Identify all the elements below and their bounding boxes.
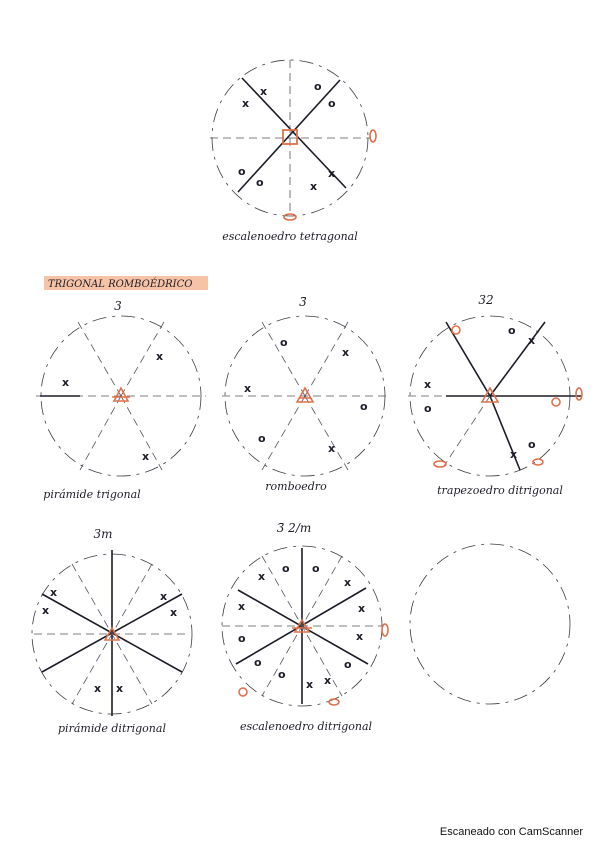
symbol-3bar-2m: 3̄ 2/m xyxy=(277,521,312,535)
symbol-32: 32 xyxy=(478,293,493,307)
svg-text:o: o xyxy=(282,562,290,575)
svg-text:x: x xyxy=(160,590,167,603)
svg-text:x: x xyxy=(342,346,349,359)
svg-text:x: x xyxy=(62,376,69,389)
svg-text:x: x xyxy=(310,180,317,193)
caption-trigonal-trapezohedron: trapezoedro ditrigonal xyxy=(437,484,563,497)
rotoinversion-axis-symbol xyxy=(295,386,315,403)
svg-text:x: x xyxy=(306,678,313,691)
rotoinversion-axis-symbol-3bar2m xyxy=(292,618,312,633)
svg-text:x: x xyxy=(156,350,163,363)
svg-text:x: x xyxy=(238,600,245,613)
svg-text:x: x xyxy=(50,586,57,599)
svg-text:x: x xyxy=(244,382,251,395)
svg-text:o: o xyxy=(312,562,320,575)
stereogram-empty xyxy=(409,543,571,705)
caption-tetragonal-scalenohedron: escalenoedro tetragonal xyxy=(222,230,358,243)
svg-text:o: o xyxy=(258,432,266,445)
caption-trigonal-pyramid: pirámide trigonal xyxy=(43,488,141,501)
svg-text:x: x xyxy=(94,682,101,695)
stereogram-ditrigonal-pyramid: x x x x x x xyxy=(31,550,193,716)
trigonal-axis-symbol xyxy=(480,386,500,403)
svg-text:o: o xyxy=(256,176,264,189)
svg-text:o: o xyxy=(278,668,286,681)
svg-text:x: x xyxy=(358,602,365,615)
svg-text:x: x xyxy=(242,97,249,110)
stereogram-rhombohedron: o x x o o x xyxy=(222,315,386,477)
svg-text:o: o xyxy=(528,438,536,451)
svg-text:o: o xyxy=(328,97,336,110)
stereogram-ditrigonal-scalenohedron: x o o x x x o x o o o x x xyxy=(221,545,389,707)
caption-ditrigonal-scalenohedron: escalenoedro ditrigonal xyxy=(240,720,373,733)
svg-text:x: x xyxy=(328,442,335,455)
symbol-3: 3 xyxy=(114,299,122,313)
svg-text:o: o xyxy=(280,336,288,349)
svg-text:o: o xyxy=(314,80,322,93)
symbol-3-bar: 3̄ xyxy=(299,295,307,309)
caption-rhombohedron: romboedro xyxy=(265,480,327,493)
svg-text:x: x xyxy=(324,674,331,687)
stereogram-trigonal-pyramid: x x x xyxy=(36,315,206,477)
symbol-3m: 3m xyxy=(93,527,112,541)
stereogram-tetragonal-scalenohedron: x x o o o o x x xyxy=(210,59,377,221)
svg-text:o: o xyxy=(238,165,246,178)
svg-text:x: x xyxy=(116,682,123,695)
section-title: TRIGONAL ROMBOÉDRICO xyxy=(48,278,192,290)
svg-text:o: o xyxy=(360,400,368,413)
svg-text:x: x xyxy=(344,576,351,589)
svg-text:o: o xyxy=(508,324,516,337)
svg-text:x: x xyxy=(328,167,335,180)
stereogram-trigonal-trapezohedron: o x x o x o xyxy=(408,315,583,477)
tetragonal-axis-symbol xyxy=(282,129,298,145)
svg-text:o: o xyxy=(254,656,262,669)
svg-text:o: o xyxy=(238,632,246,645)
section-title-highlight xyxy=(44,276,208,290)
threefold-axis-symbol xyxy=(112,386,130,402)
svg-text:o: o xyxy=(424,402,432,415)
svg-text:x: x xyxy=(510,448,517,461)
svg-text:x: x xyxy=(170,606,177,619)
svg-text:x: x xyxy=(260,85,267,98)
svg-text:x: x xyxy=(528,334,535,347)
svg-text:o: o xyxy=(344,658,352,671)
svg-text:x: x xyxy=(42,604,49,617)
scanner-watermark: Escaneado con CamScanner xyxy=(439,826,583,838)
threefold-axis-symbol-3m xyxy=(103,626,121,641)
svg-text:x: x xyxy=(424,378,431,391)
svg-text:x: x xyxy=(142,450,149,463)
svg-text:x: x xyxy=(258,570,265,583)
caption-ditrigonal-pyramid: pirámide ditrigonal xyxy=(58,722,166,735)
svg-text:x: x xyxy=(356,630,363,643)
